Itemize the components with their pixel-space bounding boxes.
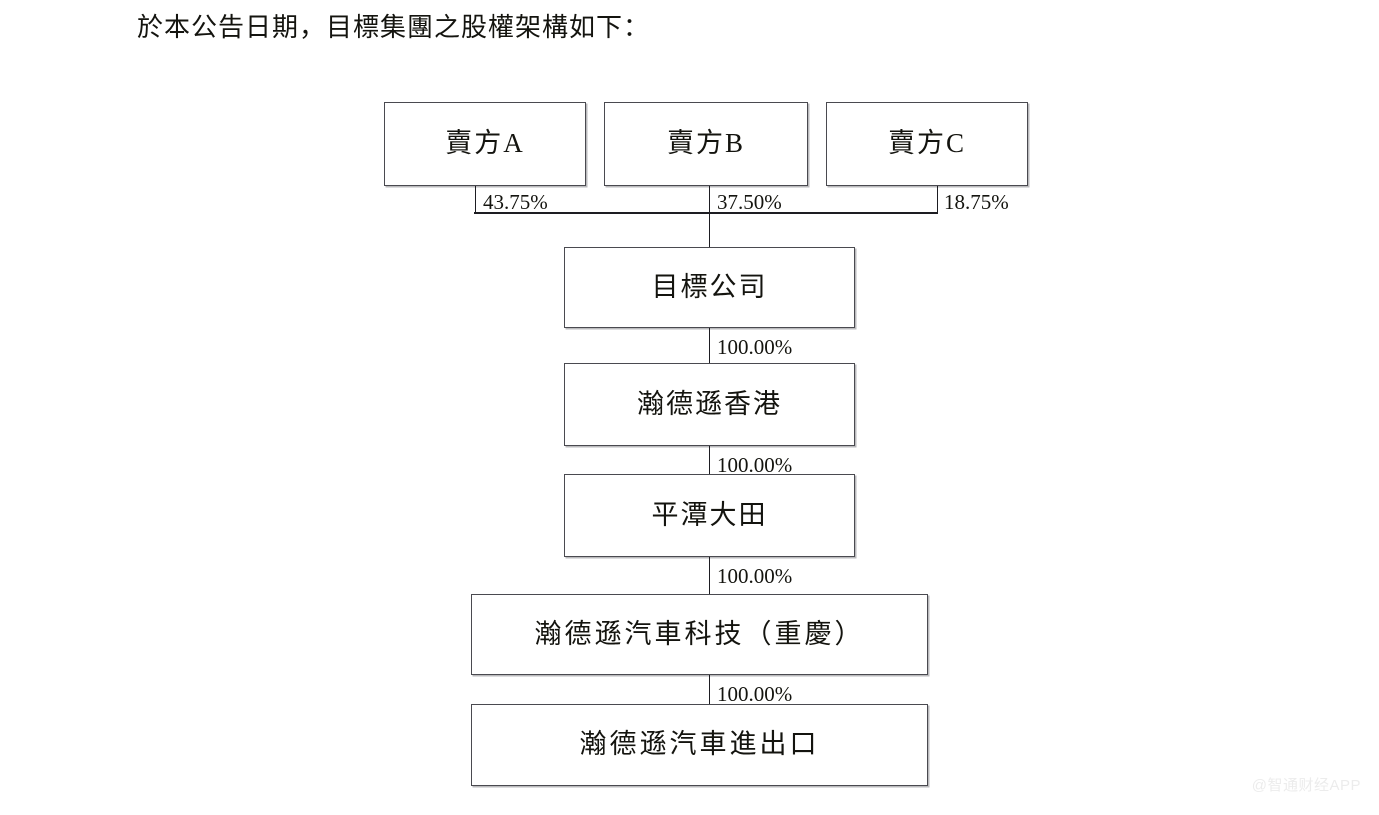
- connector-pingtan-entity-to-chongqing-entity: [709, 557, 710, 594]
- edge-label-seller-c: 18.75%: [944, 190, 1009, 214]
- node-import-export-entity-label: 瀚德遜汽車進出口: [579, 729, 820, 760]
- node-seller-c: 賣方C: [826, 102, 1028, 186]
- edge-label-chongqing-to-import-export: 100.00%: [717, 682, 793, 706]
- node-seller-b: 賣方B: [604, 102, 808, 186]
- edge-label-seller-a: 43.75%: [483, 190, 548, 214]
- node-pingtan-entity-label: 平潭大田: [651, 499, 768, 530]
- node-hk-entity: 瀚德遜香港: [564, 363, 855, 446]
- connector-seller-b-drop: [709, 186, 710, 213]
- node-pingtan-entity: 平潭大田: [564, 474, 855, 557]
- edge-label-target-to-hk: 100.00%: [717, 335, 793, 359]
- node-seller-b-label: 賣方B: [666, 128, 745, 159]
- node-hk-entity-label: 瀚德遜香港: [637, 388, 782, 419]
- connector-chongqing-entity-to-import-export-entity: [709, 675, 710, 704]
- edge-label-hk-to-pingtan: 100.00%: [717, 453, 793, 477]
- connector-sellers-bus: [474, 212, 938, 214]
- watermark: @智通财经APP: [1251, 777, 1361, 794]
- edge-label-seller-b: 37.50%: [717, 190, 782, 214]
- connector-hk-entity-to-pingtan-entity: [709, 446, 710, 474]
- node-seller-a-label: 賣方A: [445, 128, 525, 159]
- node-seller-a: 賣方A: [384, 102, 586, 186]
- node-target-company: 目標公司: [564, 247, 855, 328]
- node-seller-c-label: 賣方C: [887, 128, 966, 159]
- connector-seller-a-drop: [475, 186, 476, 213]
- edge-label-pingtan-to-chongqing: 100.00%: [717, 564, 793, 588]
- node-chongqing-entity-label: 瀚德遜汽車科技（重慶）: [534, 618, 865, 649]
- page-heading: 於本公告日期，目標集團之股權架構如下：: [137, 13, 651, 42]
- connector-seller-c-drop: [937, 186, 938, 213]
- connector-bus-to-target-company: [709, 212, 710, 247]
- connector-target-company-to-hk-entity: [709, 328, 710, 363]
- node-target-company-label: 目標公司: [651, 271, 768, 302]
- node-chongqing-entity: 瀚德遜汽車科技（重慶）: [471, 594, 928, 675]
- node-import-export-entity: 瀚德遜汽車進出口: [471, 704, 928, 786]
